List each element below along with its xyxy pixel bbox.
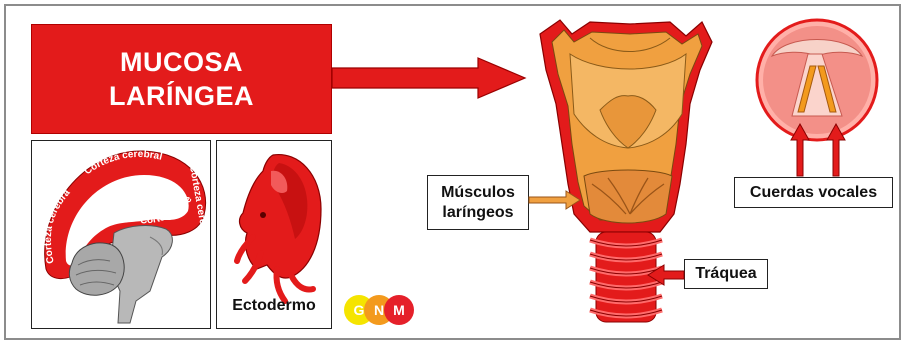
vocal-cords-label-box: Cuerdas vocales [734, 177, 893, 208]
vocal-cords-label: Cuerdas vocales [750, 184, 877, 202]
